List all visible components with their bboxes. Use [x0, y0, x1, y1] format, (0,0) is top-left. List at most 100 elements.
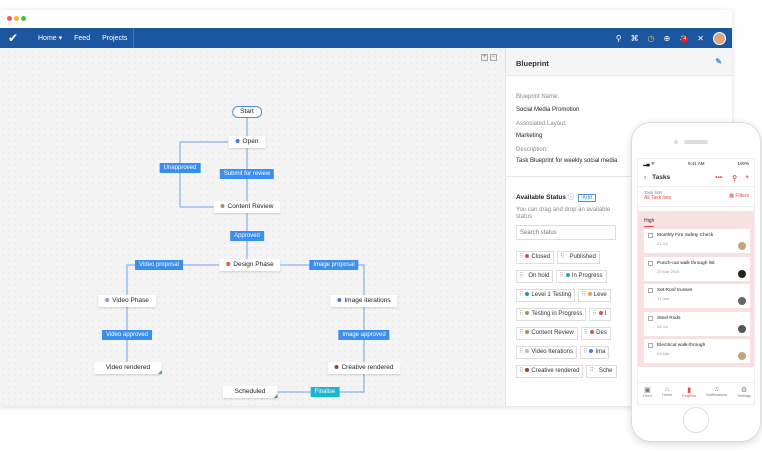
- blueprint-canvas[interactable]: + − Start Open Content Review Design Pha…: [0, 48, 505, 406]
- node-video-phase[interactable]: Video Phase: [98, 295, 156, 307]
- drag-handle-icon[interactable]: ⠿: [592, 311, 597, 317]
- tab-projects[interactable]: ▮Projects: [682, 386, 696, 404]
- nav-home[interactable]: Home ▾: [38, 35, 63, 42]
- drag-handle-icon[interactable]: ⠿: [519, 349, 524, 355]
- node-scheduled[interactable]: Scheduled: [222, 386, 278, 398]
- status-tag[interactable]: ⠿I: [589, 308, 611, 321]
- drag-handle-icon[interactable]: ⠿: [560, 254, 565, 260]
- filters-label: Filters: [735, 193, 749, 199]
- drag-handle-icon[interactable]: ⠿: [519, 254, 524, 260]
- transition-finalise[interactable]: Finalise: [310, 387, 340, 397]
- status-tag[interactable]: ⠿Sche: [586, 365, 617, 378]
- drag-handle-icon[interactable]: ⠿: [519, 330, 524, 336]
- task-checkbox[interactable]: [648, 233, 653, 238]
- task-date: 28 Jul: [657, 323, 668, 329]
- task-checkbox[interactable]: [648, 343, 653, 348]
- avatar[interactable]: [713, 31, 726, 45]
- tab-home[interactable]: ⌂Home: [662, 386, 672, 404]
- node-design-phase[interactable]: Design Phase: [219, 259, 281, 271]
- task-lists-selector[interactable]: Task lists All Task lists ▦ Filters: [638, 187, 754, 207]
- task-checkbox[interactable]: [648, 260, 653, 266]
- status-tag[interactable]: ⠿Published: [557, 251, 600, 264]
- tab-label: Feed: [643, 394, 652, 398]
- close-button[interactable]: [7, 16, 12, 21]
- transition-image-proposal[interactable]: Image proposal: [309, 260, 359, 270]
- filters-button[interactable]: ▦ Filters: [729, 193, 749, 199]
- drag-handle-icon[interactable]: ⠿: [583, 330, 589, 336]
- bell-icon[interactable]: ♫4: [679, 33, 689, 43]
- drag-handle-icon[interactable]: ⠿: [519, 368, 524, 374]
- add-icon[interactable]: +: [745, 174, 749, 181]
- node-image-iterations[interactable]: Image iterations: [330, 295, 398, 307]
- status-row: ⠿On hold⠿In Progress: [516, 270, 607, 283]
- status-tag[interactable]: ⠿Leve: [578, 289, 611, 302]
- drag-handle-icon[interactable]: ⠿: [589, 368, 594, 374]
- available-status-title: Available Status: [516, 194, 566, 201]
- status-label: Creative rendered: [531, 368, 580, 374]
- task-checkbox[interactable]: [648, 315, 653, 321]
- search-status-input[interactable]: Search status: [516, 225, 616, 240]
- app-logo-icon[interactable]: ✔: [7, 31, 19, 45]
- add-circle-icon[interactable]: ⊕: [663, 33, 671, 43]
- task-checkbox[interactable]: [648, 288, 653, 293]
- drag-handle-icon[interactable]: ⠿: [519, 273, 524, 279]
- status-tag[interactable]: ⠿ Content Review: [516, 327, 578, 340]
- status-tag[interactable]: ⠿Ima: [580, 346, 610, 359]
- back-icon[interactable]: ‹: [644, 174, 647, 181]
- add-status-button[interactable]: Add: [578, 194, 597, 202]
- drag-handle-icon[interactable]: ⠿: [559, 273, 564, 279]
- search-icon[interactable]: ⚲: [732, 174, 737, 182]
- tab-notifications[interactable]: ♫Notifications: [706, 386, 727, 404]
- maximize-button[interactable]: [21, 16, 26, 21]
- tab-settings[interactable]: ⚙Settings: [737, 386, 751, 404]
- mobile-tab-bar: ▣Feed ⌂Home ▮Projects ♫Notifications ⚙Se…: [638, 382, 754, 404]
- help-icon[interactable]: ⓘ: [567, 194, 575, 201]
- zoom-in-button[interactable]: +: [481, 54, 488, 61]
- transition-video-proposal[interactable]: Video proposal: [135, 260, 183, 270]
- transition-unapproved[interactable]: Unapproved: [159, 163, 201, 173]
- node-creative-rendered[interactable]: Creative rendered: [327, 362, 401, 374]
- edit-icon[interactable]: ✎: [715, 57, 722, 66]
- end-marker: [158, 370, 163, 374]
- transition-image-approved[interactable]: Image approved: [338, 330, 390, 340]
- drag-handle-icon[interactable]: ⠿: [583, 349, 588, 355]
- node-video-rendered[interactable]: Video rendered: [93, 362, 163, 374]
- status-tag[interactable]: ⠿Closed: [516, 251, 555, 264]
- transition-approved[interactable]: Approved: [230, 231, 264, 241]
- status-tag[interactable]: ⠿Des: [580, 327, 611, 340]
- drag-handle-icon[interactable]: ⠿: [519, 292, 524, 298]
- status-tag[interactable]: ⠿ Creative rendered: [516, 365, 584, 378]
- nav-projects[interactable]: Projects: [102, 34, 128, 42]
- nav-feed[interactable]: Feed: [74, 34, 91, 42]
- status-tag[interactable]: ⠿Video Iterations: [516, 346, 577, 359]
- node-open[interactable]: Open: [228, 136, 266, 148]
- status-tag[interactable]: ⠿On hold: [516, 270, 554, 283]
- status-tag[interactable]: ⠿Testing in Progress: [516, 308, 587, 321]
- status-tag[interactable]: ⠿In Progress: [556, 270, 607, 283]
- node-start[interactable]: Start: [232, 106, 262, 118]
- tab-feed[interactable]: ▣Feed: [643, 386, 652, 404]
- gamepad-icon[interactable]: ⌘: [630, 33, 639, 43]
- transition-submit-for-review[interactable]: Submit for review: [219, 169, 275, 179]
- transition-video-approved[interactable]: Video approved: [102, 330, 152, 340]
- drag-handle-icon[interactable]: ⠿: [519, 311, 524, 317]
- status-label: Content Review: [531, 330, 574, 336]
- search-icon[interactable]: ⚲: [615, 33, 622, 43]
- title-bar: [0, 10, 732, 28]
- drag-handle-icon[interactable]: ⠿: [581, 292, 586, 298]
- status-tag[interactable]: ⠿Level 1 Testing: [516, 289, 576, 302]
- zoom-out-button[interactable]: −: [490, 54, 497, 61]
- home-button[interactable]: [683, 407, 709, 433]
- group-tab-high[interactable]: High: [644, 218, 655, 227]
- minimize-button[interactable]: [14, 16, 19, 21]
- status-row: ⠿Testing in Progress⠿I: [516, 308, 611, 321]
- node-content-review[interactable]: Content Review: [213, 201, 281, 213]
- more-icon[interactable]: •••: [715, 174, 722, 181]
- tools-icon[interactable]: ✕: [697, 33, 704, 43]
- timer-icon[interactable]: ◷: [647, 33, 655, 43]
